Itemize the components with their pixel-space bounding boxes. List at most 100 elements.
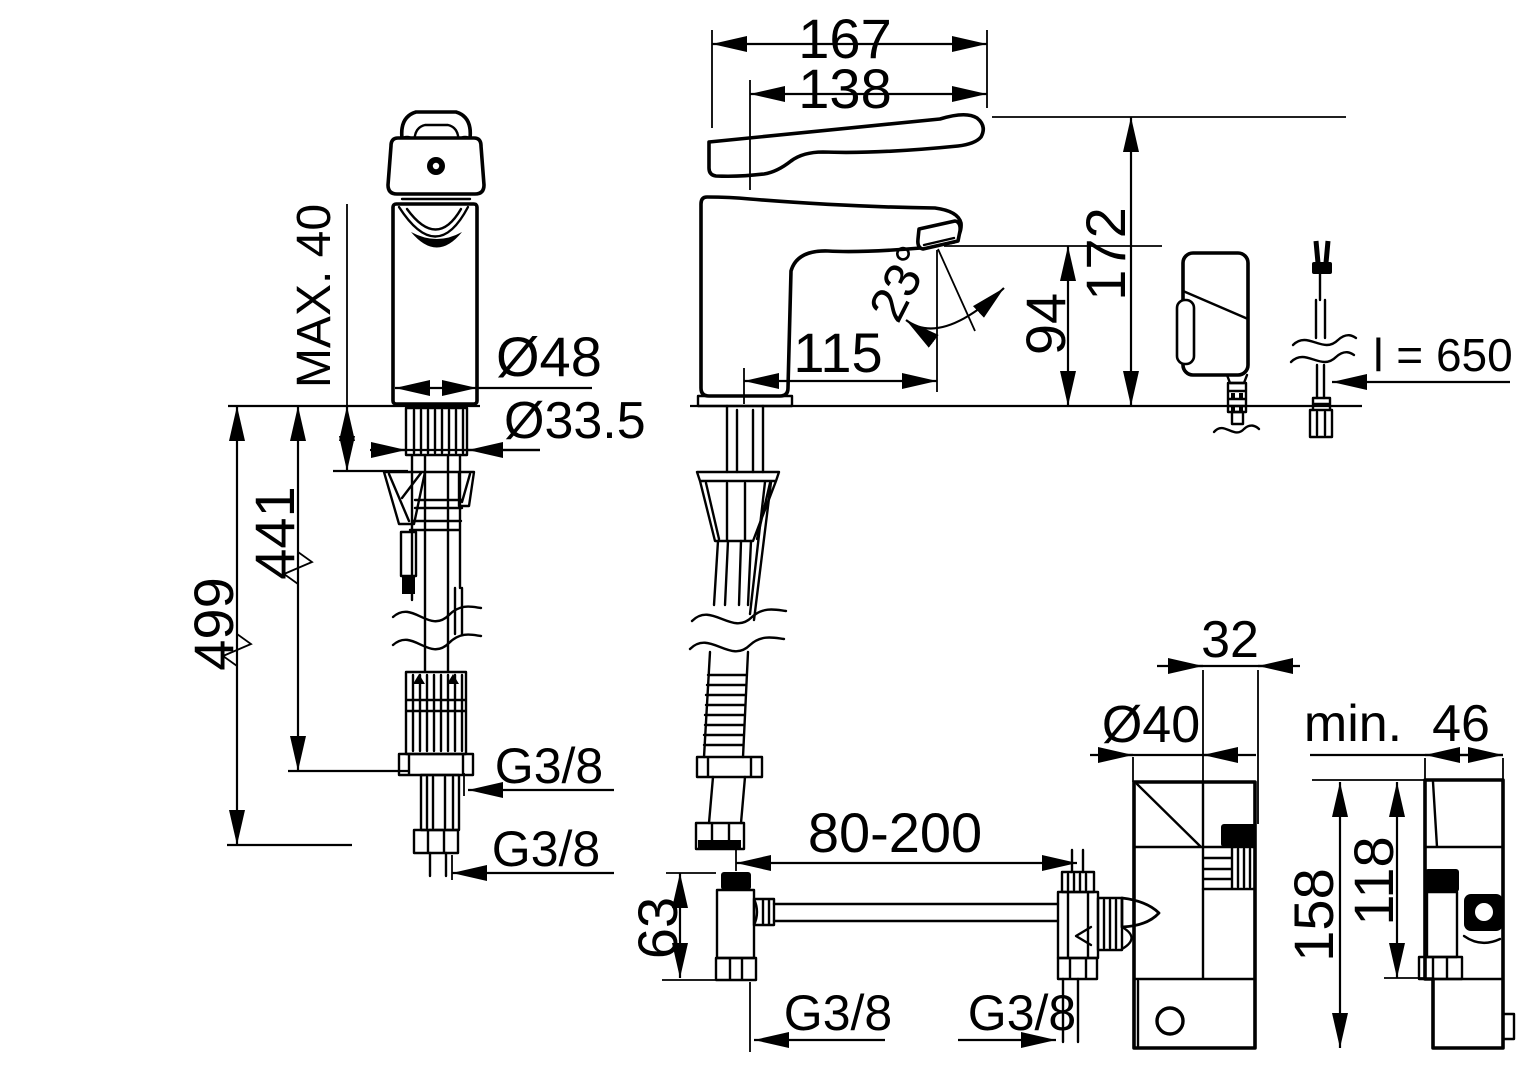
left-fitting-body	[715, 888, 756, 960]
cable-plug	[1312, 262, 1332, 274]
dim-min-label: min.	[1304, 695, 1402, 753]
bracket-a-screw-hole	[1155, 1006, 1185, 1036]
dim-offset-port: 32	[1201, 611, 1259, 669]
mounting-cone	[695, 470, 781, 543]
dim32-ext	[1202, 670, 1259, 824]
lever-handle	[707, 112, 986, 179]
hose-upper-side	[712, 539, 753, 607]
elbow-nut	[1056, 956, 1099, 981]
left-fitting-nut	[714, 956, 758, 982]
bracket-a-divider	[1132, 887, 1257, 1050]
hose-left	[399, 530, 418, 578]
break-wave-2	[391, 633, 483, 651]
dim-height-valve-b: 118	[1342, 836, 1405, 925]
left-ferrule	[752, 897, 776, 927]
check-valve-arc	[1120, 925, 1133, 951]
handle-bail-outline	[399, 110, 473, 151]
dim-dia-shank: Ø33.5	[504, 392, 646, 450]
check-valve-cone	[1120, 896, 1161, 929]
spout-dome-outer	[397, 205, 470, 238]
dim-span-range: 80-200	[808, 801, 982, 864]
front-view: MAX. 40 Ø48 Ø33.5 441 499 G3/8 G3/8	[182, 110, 646, 881]
dim-height-bracket: 158	[1282, 868, 1345, 961]
adapter-seam	[1181, 289, 1250, 321]
bracket-view-b: 158 118 min. 46	[1282, 695, 1516, 1050]
bottom-nut	[412, 828, 460, 855]
flow-chevron	[1074, 925, 1093, 947]
adapter-cable-squiggle	[1212, 424, 1261, 434]
bracket-a-port-body	[1201, 845, 1257, 891]
bracket-b-handle-circle	[1472, 900, 1496, 924]
break-wave-1	[391, 605, 483, 623]
dim-height-spout: 94	[1014, 293, 1077, 355]
shank-thread	[404, 406, 469, 457]
aerator-face	[411, 232, 462, 248]
dim-thread-right: G3/8	[968, 985, 1076, 1041]
bracket-b-handle-arc	[1462, 934, 1502, 944]
supply-pipes	[410, 454, 462, 674]
bracket-b-tab	[1501, 1012, 1516, 1041]
cable-wave-1	[1291, 334, 1358, 347]
bracket-a-box	[1132, 780, 1257, 1050]
dim-clearance-min: 46	[1432, 695, 1490, 753]
elbow-riser	[1070, 848, 1085, 874]
fixing-stud	[748, 480, 773, 622]
break-wave-3	[690, 608, 788, 625]
dim-thread-left: G3/8	[784, 985, 892, 1041]
handle-dot-hole	[432, 162, 440, 170]
dim499-break	[221, 633, 253, 667]
elbow-pipe-down	[1061, 977, 1080, 1044]
power-adapter	[1175, 251, 1261, 434]
bracket-a-top-detail	[1132, 780, 1205, 849]
pipe-side	[707, 775, 747, 825]
cable-prongs	[1313, 240, 1331, 264]
bracket-b-valve-body	[1425, 890, 1459, 959]
bracket-b-valve-nut	[1417, 955, 1464, 981]
adapter-tip	[1230, 410, 1245, 426]
dim-thread-lower: G3/8	[492, 821, 600, 877]
dim46-ext	[1424, 758, 1504, 780]
spout-aerator	[916, 219, 962, 251]
lower-thread	[419, 773, 461, 832]
cable-upper	[1314, 272, 1327, 340]
adjuster-chamfer	[413, 674, 459, 684]
shank-side	[725, 404, 765, 474]
nut-side-band	[698, 840, 741, 848]
flange-side	[695, 755, 764, 779]
dim-len-total: 167	[798, 7, 891, 70]
angle-ref-line	[937, 248, 976, 332]
spout-aerator-line	[922, 236, 956, 247]
mounting-wedge-left	[382, 470, 427, 526]
dim-cable-length: l = 650	[1373, 329, 1512, 381]
spout-dome-inner	[405, 207, 463, 231]
pipe-collars	[408, 498, 464, 532]
dim-dia-body: Ø48	[496, 325, 602, 388]
cable-connector	[1308, 396, 1334, 439]
dim-len-lever: 138	[798, 57, 891, 120]
dim-hose-upper: 441	[243, 486, 306, 579]
bracket-view-a: 32 Ø40	[1090, 611, 1300, 1050]
dim441-break	[282, 551, 314, 585]
adjuster-thread	[404, 670, 468, 756]
hose-left-end	[402, 577, 415, 594]
dim-reach-spout: 115	[793, 321, 882, 384]
adapter-connector-dots	[1231, 393, 1243, 411]
side-view: 167 138 172 94 115 23°	[688, 7, 1362, 851]
bracket-b-valve-cap	[1425, 869, 1459, 892]
bottom-stub	[428, 851, 448, 878]
connection-cable: l = 650	[1289, 240, 1513, 439]
dim-deck-max: MAX. 40	[288, 204, 341, 388]
bracket-a-port-cap	[1221, 824, 1256, 847]
dim-height-valve: 63	[626, 897, 689, 959]
dim-dia-hole: Ø40	[1102, 696, 1200, 754]
adapter-connector	[1226, 381, 1248, 414]
elbow-body	[1056, 890, 1100, 960]
dim-thread-upper: G3/8	[495, 738, 603, 794]
elbow-nipple	[1096, 896, 1124, 952]
hose-lower-side	[702, 650, 750, 759]
faucet-body	[391, 202, 479, 406]
adapter-clip	[1175, 298, 1196, 366]
crossbar-tube	[772, 902, 1060, 923]
